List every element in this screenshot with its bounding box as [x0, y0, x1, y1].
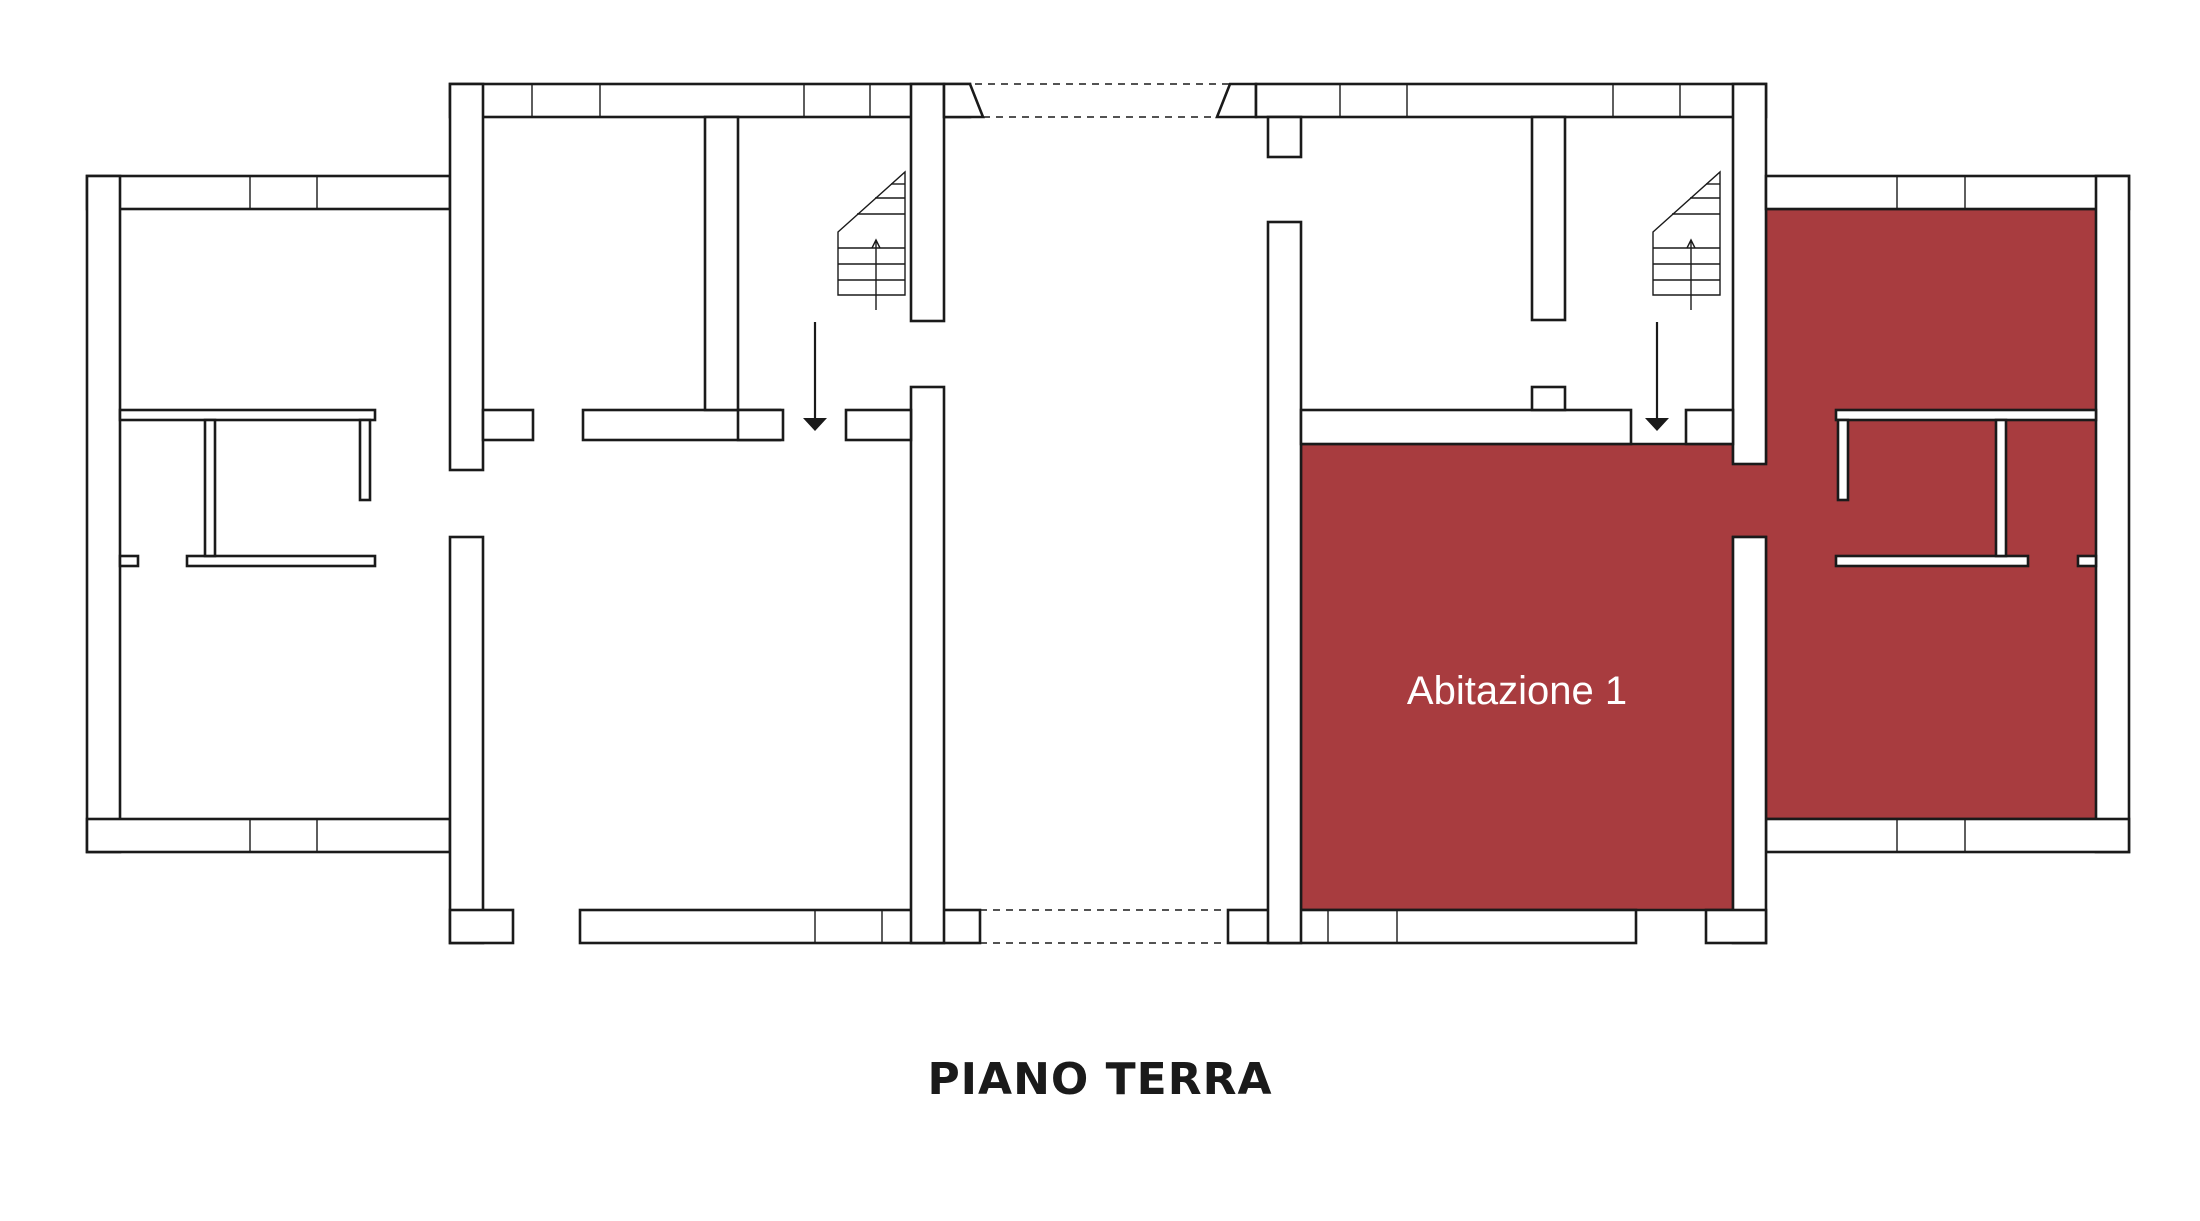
wall [448, 535, 485, 945]
wall [448, 82, 972, 119]
unit-label: Abitazione 1 [1407, 669, 1627, 713]
wall [736, 408, 785, 442]
wall [118, 554, 140, 568]
wall [85, 817, 452, 854]
left-house [85, 82, 982, 945]
wall [118, 408, 377, 422]
wall [909, 385, 946, 945]
staircase-icon [1652, 170, 1721, 310]
windows-left [249, 84, 883, 943]
wall [703, 115, 740, 412]
staircase-icon [837, 170, 906, 310]
wall [185, 554, 377, 568]
wall [448, 908, 515, 945]
wall [358, 418, 372, 502]
arrow-down-icon [1645, 322, 1669, 431]
arrow-down-icon [803, 322, 827, 431]
wall [844, 408, 913, 442]
windows-right [1327, 84, 1966, 943]
wall [85, 174, 122, 854]
plan-title: PIANO TERRA [927, 1054, 1273, 1105]
wall [909, 82, 946, 323]
central-passage [942, 82, 1258, 944]
wall [481, 408, 535, 442]
wall [203, 418, 217, 558]
wall [85, 174, 452, 211]
right-house [1226, 82, 2131, 945]
wall [448, 82, 485, 472]
